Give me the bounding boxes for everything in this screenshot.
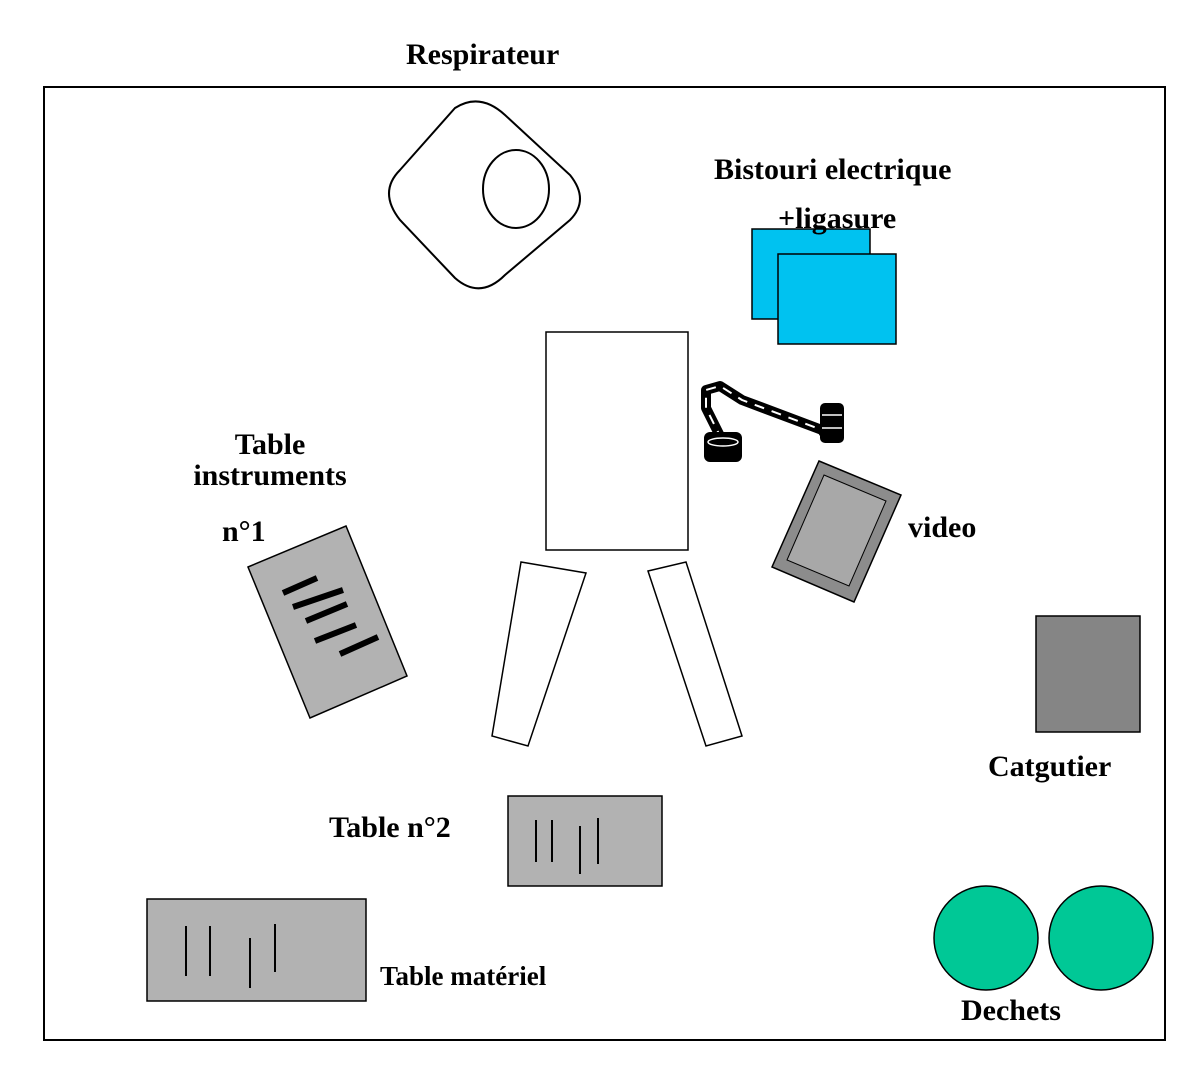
label-table-instruments-line3: n°1 (222, 515, 266, 548)
camera-head (820, 403, 844, 443)
label-dechets: Dechets (961, 994, 1061, 1027)
label-table-materiel: Table matériel (380, 961, 547, 991)
leg-support-left (491, 561, 587, 747)
table-2 (507, 795, 663, 887)
respirateur-dial (482, 149, 550, 229)
table-materiel (146, 898, 367, 1002)
label-bistouri-line1: Bistouri electrique (714, 153, 952, 186)
camera-arm (701, 381, 844, 462)
label-bistouri-line2: +ligasure (778, 202, 897, 235)
room-border (43, 86, 1166, 1041)
bistouri-unit-front (777, 253, 897, 345)
camera-base (704, 432, 742, 462)
label-video: video (908, 511, 977, 544)
dechets-bin-left (933, 885, 1039, 991)
label-catgutier: Catgutier (988, 750, 1112, 783)
table-instruments-1 (247, 525, 408, 719)
catgutier-box (1035, 615, 1141, 733)
label-table-2: Table n°2 (329, 811, 451, 844)
label-table-instruments-line1: Table (234, 428, 306, 461)
dechets-bin-right (1048, 885, 1154, 991)
leg-support-right (647, 561, 743, 747)
respirateur-shape (388, 100, 581, 290)
label-respirateur: Respirateur (406, 38, 560, 71)
video-monitor (771, 460, 902, 603)
label-table-instruments-line2: instruments (193, 459, 347, 492)
video-screen (786, 474, 887, 587)
operating-table (545, 331, 689, 551)
